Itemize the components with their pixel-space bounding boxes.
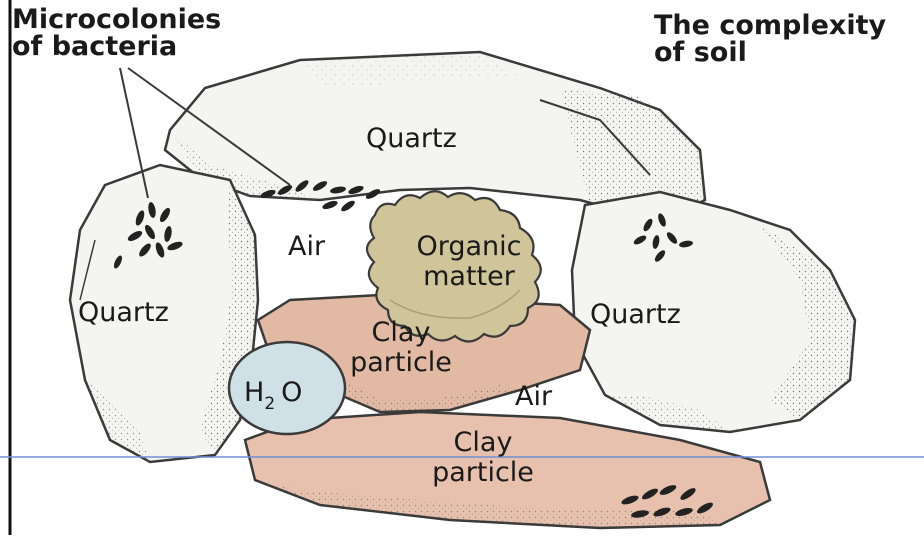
organic-matter-label: Organic matter [404, 232, 534, 292]
quartz-right-label: Quartz [590, 300, 681, 330]
air-top-label: Air [288, 232, 325, 262]
clay-upper-label: Clay particle [326, 318, 476, 378]
title-left-line1: Microcolonies [12, 6, 221, 33]
water-label-o: O [281, 377, 302, 408]
title-left: Microcolonies of bacteria [12, 6, 221, 60]
clay-lower-label: Clay particle [408, 428, 558, 488]
title-right-line2: of soil [654, 39, 886, 66]
title-right: The complexity of soil [654, 12, 886, 66]
water-label-h: H [244, 377, 264, 408]
clay-upper-line1: Clay [326, 318, 476, 348]
organic-matter-line1: Organic [404, 232, 534, 262]
clay-lower-line1: Clay [408, 428, 558, 458]
clay-upper-line2: particle [326, 348, 476, 378]
title-left-line2: of bacteria [12, 33, 221, 60]
title-right-line1: The complexity [654, 12, 886, 39]
clay-lower-line2: particle [408, 458, 558, 488]
water-label-subscript: 2 [264, 394, 275, 414]
quartz-left-label: Quartz [78, 298, 169, 328]
quartz-top-label: Quartz [366, 124, 457, 154]
organic-matter-line2: matter [404, 262, 534, 292]
air-bottom-label: Air [515, 382, 552, 412]
